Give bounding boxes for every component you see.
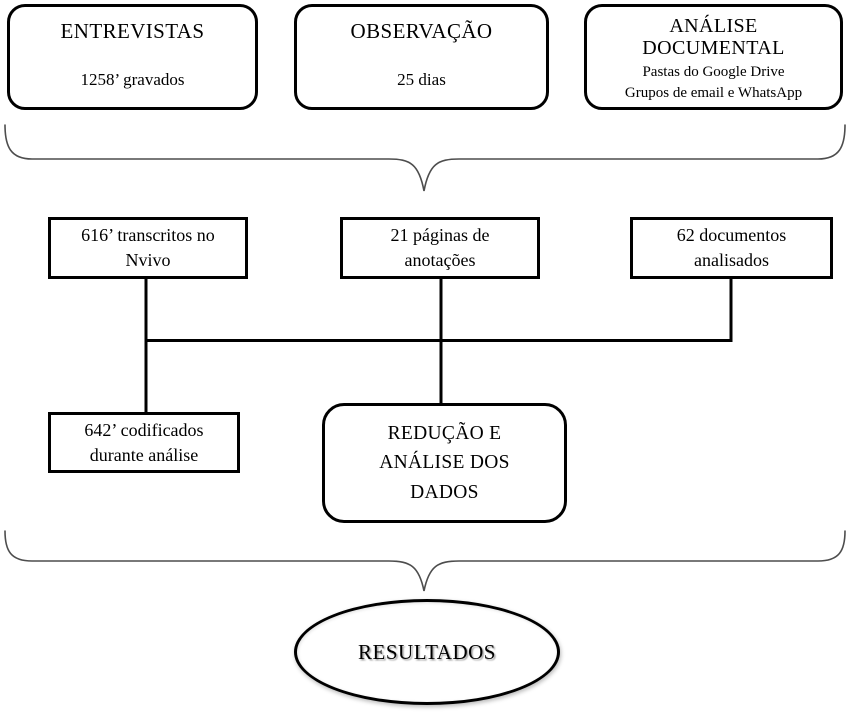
analise-documental-box: ANÁLISE DOCUMENTAL Pastas do Google Driv…	[584, 4, 843, 110]
paginas-anotacoes-line1: 21 páginas de	[390, 225, 490, 246]
analise-documental-detail-line1: Pastas do Google Drive	[642, 63, 785, 80]
documentos-analisados-line1: 62 documentos	[676, 225, 787, 246]
analise-documental-detail-line2: Grupos de email e WhatsApp	[624, 85, 803, 102]
reducao-line3: DADOS	[410, 481, 479, 503]
observacao-title: OBSERVAÇÃO	[350, 19, 493, 43]
entrevistas-box: ENTREVISTAS 1258’ gravados	[7, 4, 258, 110]
transcritos-line2: Nvivo	[125, 250, 171, 270]
paginas-anotacoes-box: 21 páginas de anotações	[340, 217, 540, 279]
reducao-analise-box: REDUÇÃO E ANÁLISE DOS DADOS	[322, 403, 567, 523]
connector-lines	[144, 279, 733, 412]
entrevistas-title: ENTREVISTAS	[60, 19, 205, 43]
codificados-line1: 642’ codificados	[84, 419, 204, 440]
analise-documental-title: ANÁLISE DOCUMENTAL	[642, 15, 785, 60]
documentos-analisados-line2: analisados	[694, 250, 769, 270]
reducao-line1: REDUÇÃO E	[387, 423, 502, 445]
transcritos-box: 616’ transcritos no Nvivo	[48, 217, 248, 279]
curly-brace-bottom	[4, 530, 846, 592]
paginas-anotacoes-line2: anotações	[404, 250, 476, 270]
entrevistas-detail: 1258’ gravados	[80, 70, 185, 89]
transcritos-line1: 616’ transcritos no	[81, 225, 215, 246]
documentos-analisados-box: 62 documentos analisados	[630, 217, 833, 279]
codificados-box: 642’ codificados durante análise	[48, 412, 240, 473]
resultados-label: RESULTADOS	[358, 639, 496, 664]
reducao-line2: ANÁLISE DOS	[379, 452, 510, 474]
curly-brace-top	[4, 124, 846, 192]
observacao-box: OBSERVAÇÃO 25 dias	[294, 4, 549, 110]
codificados-line2: durante análise	[89, 444, 199, 465]
resultados-ellipse: RESULTADOS	[294, 599, 560, 705]
observacao-detail: 25 dias	[397, 70, 446, 89]
